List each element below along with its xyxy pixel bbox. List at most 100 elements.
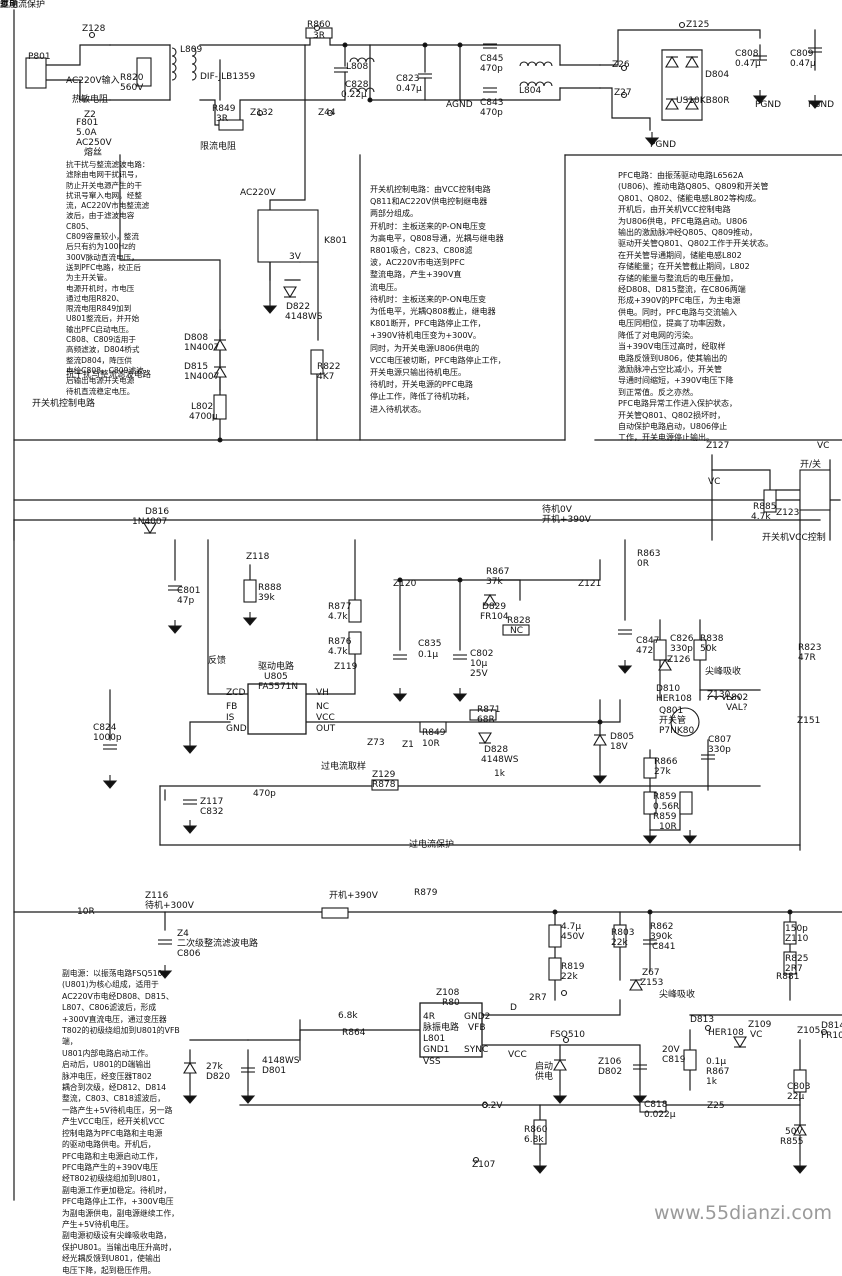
component-label: FSQ510 bbox=[550, 1030, 585, 1040]
component-label: D829 bbox=[482, 602, 507, 612]
ground-symbol bbox=[592, 775, 608, 784]
ground-symbol bbox=[157, 970, 173, 979]
component-label: 3R bbox=[216, 114, 228, 124]
ground-symbol bbox=[644, 137, 660, 146]
diode bbox=[213, 338, 227, 351]
component-label: 0.1μ bbox=[706, 1057, 727, 1067]
component-label: R849 bbox=[212, 104, 236, 114]
component-label: Z126 bbox=[667, 655, 691, 665]
ground-symbol bbox=[682, 835, 698, 844]
component-label: 开关机VCC控制 bbox=[762, 533, 826, 543]
component-label: 3R bbox=[313, 31, 325, 41]
note-noise-filter: 抗干扰与整流滤波电路： 滤除由电网干扰讯号， 防止开关电源产生的干 扰讯号窜入电… bbox=[66, 160, 150, 396]
component-label: Z127 bbox=[706, 441, 730, 451]
component-label: 330p bbox=[670, 644, 693, 654]
inductor bbox=[191, 47, 197, 81]
component-label: R823 bbox=[798, 643, 822, 653]
ground-symbol bbox=[617, 665, 633, 674]
component-label: Z116 bbox=[145, 891, 169, 901]
component-label: DIF-JLB1359 bbox=[200, 72, 256, 82]
component-label: 50k bbox=[700, 644, 717, 654]
component-label: R863 bbox=[637, 549, 661, 559]
component-label: Z108 bbox=[436, 988, 460, 998]
resistor bbox=[502, 624, 530, 636]
component-label: 22μ bbox=[787, 1092, 805, 1102]
component-label: PGND bbox=[650, 140, 677, 150]
component-label: Z106 bbox=[598, 1057, 622, 1067]
ground-symbol bbox=[182, 1095, 198, 1104]
diode bbox=[685, 97, 699, 110]
component-label: VAL? bbox=[726, 703, 748, 713]
component-label: C843 bbox=[480, 98, 504, 108]
resistor bbox=[643, 791, 657, 815]
resistor bbox=[533, 1119, 547, 1145]
component-label: R862 bbox=[650, 922, 674, 932]
wire bbox=[481, 999, 621, 1016]
resistor bbox=[548, 924, 562, 948]
component-label: C835 bbox=[418, 639, 442, 649]
diode bbox=[283, 286, 297, 299]
resistor bbox=[679, 791, 693, 815]
component-label: C818 bbox=[644, 1100, 668, 1110]
wire bbox=[459, 87, 561, 101]
component-label: 150p bbox=[785, 924, 808, 934]
component-label: Z109 bbox=[748, 1020, 772, 1030]
component-label: Z105 bbox=[797, 1026, 821, 1036]
component-label: R859 bbox=[653, 812, 677, 822]
component-label: 1N4007 bbox=[184, 372, 220, 382]
junction-dot bbox=[457, 577, 463, 583]
component-label: C845 bbox=[480, 54, 504, 64]
component-label: Z151 bbox=[797, 716, 821, 726]
diode bbox=[143, 522, 157, 535]
resistor bbox=[469, 709, 497, 721]
component-label: C807 bbox=[708, 735, 732, 745]
component-label: 驱动电路 bbox=[258, 662, 295, 672]
component-label: 50V bbox=[785, 1127, 803, 1137]
diode bbox=[629, 978, 643, 991]
component-label: 1k bbox=[706, 1077, 717, 1087]
component-label: PGND bbox=[755, 100, 782, 110]
component-label: C803 bbox=[787, 1082, 811, 1092]
component-label: 0.47μ bbox=[735, 59, 761, 69]
wire bbox=[305, 699, 621, 723]
component-label: 1N4007 bbox=[132, 517, 168, 527]
component-label: HER108 bbox=[656, 694, 692, 704]
component-label: SYNC bbox=[464, 1045, 489, 1055]
component-label: Z130 bbox=[707, 690, 731, 700]
component-label: R80 bbox=[442, 998, 460, 1008]
ground-symbol bbox=[167, 625, 183, 634]
diode bbox=[665, 97, 679, 110]
component-label: Z118 bbox=[246, 552, 270, 562]
component-label: 脉振电路 bbox=[423, 1023, 460, 1033]
diode bbox=[793, 1123, 807, 1136]
component-label: D814 bbox=[821, 1021, 842, 1031]
component-label: 1k bbox=[494, 769, 505, 779]
resistor bbox=[213, 394, 227, 420]
ground-symbol bbox=[532, 1165, 548, 1174]
component-label: GND bbox=[226, 724, 247, 734]
component-label: 22k bbox=[561, 972, 578, 982]
test-point bbox=[620, 64, 628, 72]
component-label: C847 bbox=[636, 636, 660, 646]
component-label: Z117 bbox=[200, 797, 224, 807]
component-label: 39k bbox=[258, 593, 275, 603]
component-label: 2R7 bbox=[529, 993, 547, 1003]
component-label: US10KB80R bbox=[676, 96, 730, 106]
resistor bbox=[693, 639, 707, 661]
component-label: AC220V输入 bbox=[66, 76, 120, 86]
ground-symbol bbox=[642, 835, 658, 844]
component-label: Z132 bbox=[250, 108, 274, 118]
test-point bbox=[256, 109, 264, 117]
component-label: Z1 bbox=[402, 740, 414, 750]
component-label: 启动 bbox=[535, 1062, 554, 1072]
diode bbox=[483, 593, 497, 606]
component-label: 待机0V bbox=[542, 505, 572, 515]
component-label: R803 bbox=[611, 928, 635, 938]
component-label: 470p bbox=[480, 64, 503, 74]
component-label: L808 bbox=[346, 62, 369, 72]
component-label: D808 bbox=[184, 333, 209, 343]
component-label: 22k bbox=[611, 938, 628, 948]
component-label: 68R bbox=[477, 715, 495, 725]
component-label: R860 bbox=[524, 1125, 548, 1135]
component-label: L802 bbox=[726, 693, 749, 703]
